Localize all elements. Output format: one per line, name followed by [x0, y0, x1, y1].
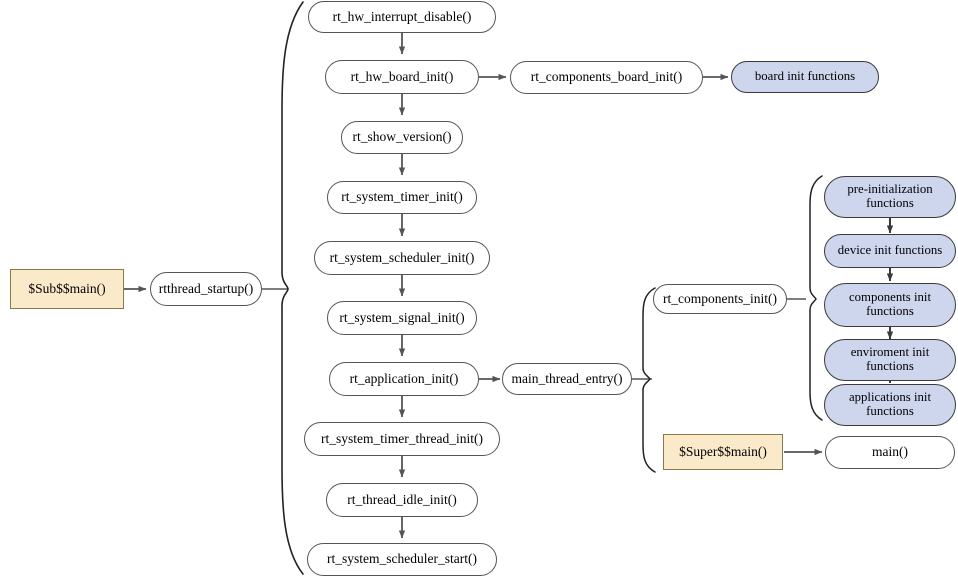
- node-rt-system-scheduler-init[interactable]: rt_system_scheduler_init(): [314, 241, 490, 275]
- node-rt-components-init[interactable]: rt_components_init(): [653, 284, 787, 314]
- node-rt-components-board-init[interactable]: rt_components_board_init(): [510, 61, 703, 94]
- node-enviroment-init-functions[interactable]: enviroment init functions: [824, 339, 956, 381]
- node-main[interactable]: main(): [825, 436, 955, 469]
- node-pre-initialization-functions[interactable]: pre-initialization functions: [824, 176, 956, 218]
- node-device-init-functions[interactable]: device init functions: [824, 234, 956, 268]
- node-rt-system-timer-init[interactable]: rt_system_timer_init(): [327, 181, 477, 214]
- node-rt-system-scheduler-start[interactable]: rt_system_scheduler_start(): [307, 543, 497, 576]
- node-rt-hw-board-init[interactable]: rt_hw_board_init(): [325, 60, 479, 94]
- node-rtthread-startup[interactable]: rtthread_startup(): [150, 272, 262, 306]
- node-main-thread-entry[interactable]: main_thread_entry(): [502, 363, 632, 395]
- node-rt-show-version[interactable]: rt_show_version(): [341, 121, 463, 154]
- node-applications-init-functions[interactable]: applications init functions: [824, 384, 956, 426]
- brace-init-functions-group: [809, 175, 823, 421]
- node-components-init-functions[interactable]: components init functions: [824, 283, 956, 327]
- node-rt-thread-idle-init[interactable]: rt_thread_idle_init(): [326, 483, 478, 517]
- node-super-main[interactable]: $Super$$main(): [663, 434, 783, 470]
- brace-startup-group: [281, 1, 304, 575]
- node-rt-hw-interrupt-disable[interactable]: rt_hw_interrupt_disable(): [308, 1, 496, 33]
- node-board-init-functions[interactable]: board init functions: [731, 61, 879, 93]
- node-rt-application-init[interactable]: rt_application_init(): [329, 362, 479, 396]
- node-rt-system-timer-thread-init[interactable]: rt_system_timer_thread_init(): [304, 422, 500, 456]
- brace-components-group: [642, 287, 656, 473]
- node-rt-system-signal-init[interactable]: rt_system_signal_init(): [327, 301, 477, 335]
- node-sub-main[interactable]: $Sub$$main(): [10, 269, 124, 309]
